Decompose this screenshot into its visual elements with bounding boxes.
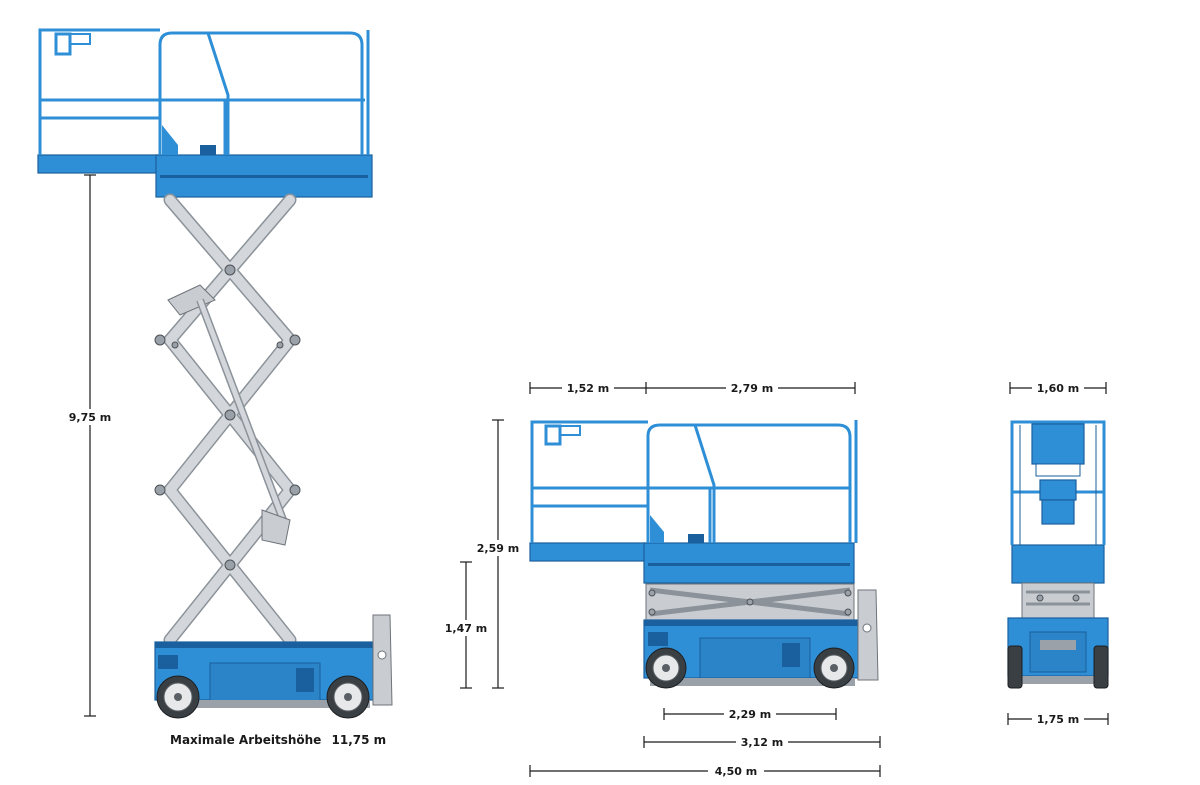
stowed-chassis	[643, 589, 879, 689]
deck-extension-dimension: 1,52 m	[529, 380, 647, 396]
raised-chassis	[154, 614, 393, 719]
chassis-length-label: 3,12 m	[741, 736, 783, 749]
deck-width-dimension: 1,60 m	[1009, 380, 1107, 396]
stowed-height-label: 2,59 m	[477, 542, 519, 555]
raised-rear-step	[372, 614, 393, 706]
overall-length-dimension: 4,50 m	[529, 763, 881, 779]
stowed-rear-step	[857, 589, 879, 681]
end-view: 1,60 m 1,75 m	[1007, 380, 1109, 727]
stowed-chassis-band	[644, 620, 858, 626]
chassis-skirt	[160, 700, 370, 708]
stowed-height-dimension: 2,59 m	[474, 419, 524, 689]
stowed-chassis-box	[648, 632, 668, 646]
rail-height-label: 1,47 m	[445, 622, 487, 635]
end-guard-rails	[1010, 420, 1106, 545]
stowed-extension-deck	[529, 542, 651, 562]
overall-length-label: 4,50 m	[715, 765, 757, 778]
raised-rear-wheel	[326, 675, 370, 719]
end-left-tire	[1007, 645, 1023, 689]
end-chassis	[1007, 617, 1109, 689]
max-working-height-label: Maximale Arbeitshöhe	[170, 733, 321, 747]
wheelbase-dimension: 2,29 m	[663, 706, 837, 722]
stowed-deck-stripe	[648, 563, 850, 566]
stowed-side-view: 1,52 m 2,79 m 2,59 m 1,47 m	[440, 380, 881, 779]
end-scissor-pack	[1021, 582, 1095, 620]
raised-scissor-stack	[154, 193, 301, 647]
chassis-length-dimension: 3,12 m	[643, 734, 881, 750]
raised-guard-rails	[38, 28, 370, 155]
max-working-height-caption: Maximale Arbeitshöhe 11,75 m	[170, 733, 386, 747]
deck-width-label: 1,60 m	[1037, 382, 1079, 395]
stowed-chassis-skirt	[650, 678, 855, 686]
chassis-box	[158, 655, 178, 669]
end-deck	[1011, 544, 1105, 584]
overall-width-dimension: 1,75 m	[1007, 711, 1109, 727]
stowed-front-wheel	[645, 647, 687, 689]
chassis-top-band	[155, 642, 373, 648]
platform-height-dimension: 9,75 m	[60, 174, 120, 717]
max-working-height-value: 11,75 m	[332, 733, 387, 747]
deck-stripe	[160, 175, 368, 178]
platform-height-label: 9,75 m	[69, 411, 111, 424]
stowed-rear-wheel	[813, 647, 855, 689]
stowed-chassis-module	[782, 643, 800, 667]
stowed-scissor-pack	[645, 583, 855, 621]
end-right-tire	[1093, 645, 1109, 689]
raised-extension-deck	[37, 154, 164, 174]
rail-height-dimension: 1,47 m	[440, 561, 492, 689]
end-scissor-block	[1021, 582, 1095, 620]
raised-front-wheel	[156, 675, 200, 719]
deck-length-dimension: 2,79 m	[646, 380, 856, 396]
stowed-guard-rails	[530, 420, 858, 543]
raised-lift-view: 9,75 m Maximale Arbeitshöhe 11,75 m	[37, 28, 393, 747]
wheelbase-label: 2,29 m	[729, 708, 771, 721]
chassis-module	[296, 668, 314, 692]
deck-length-label: 2,79 m	[731, 382, 773, 395]
deck-extension-label: 1,52 m	[567, 382, 609, 395]
overall-width-label: 1,75 m	[1037, 713, 1079, 726]
